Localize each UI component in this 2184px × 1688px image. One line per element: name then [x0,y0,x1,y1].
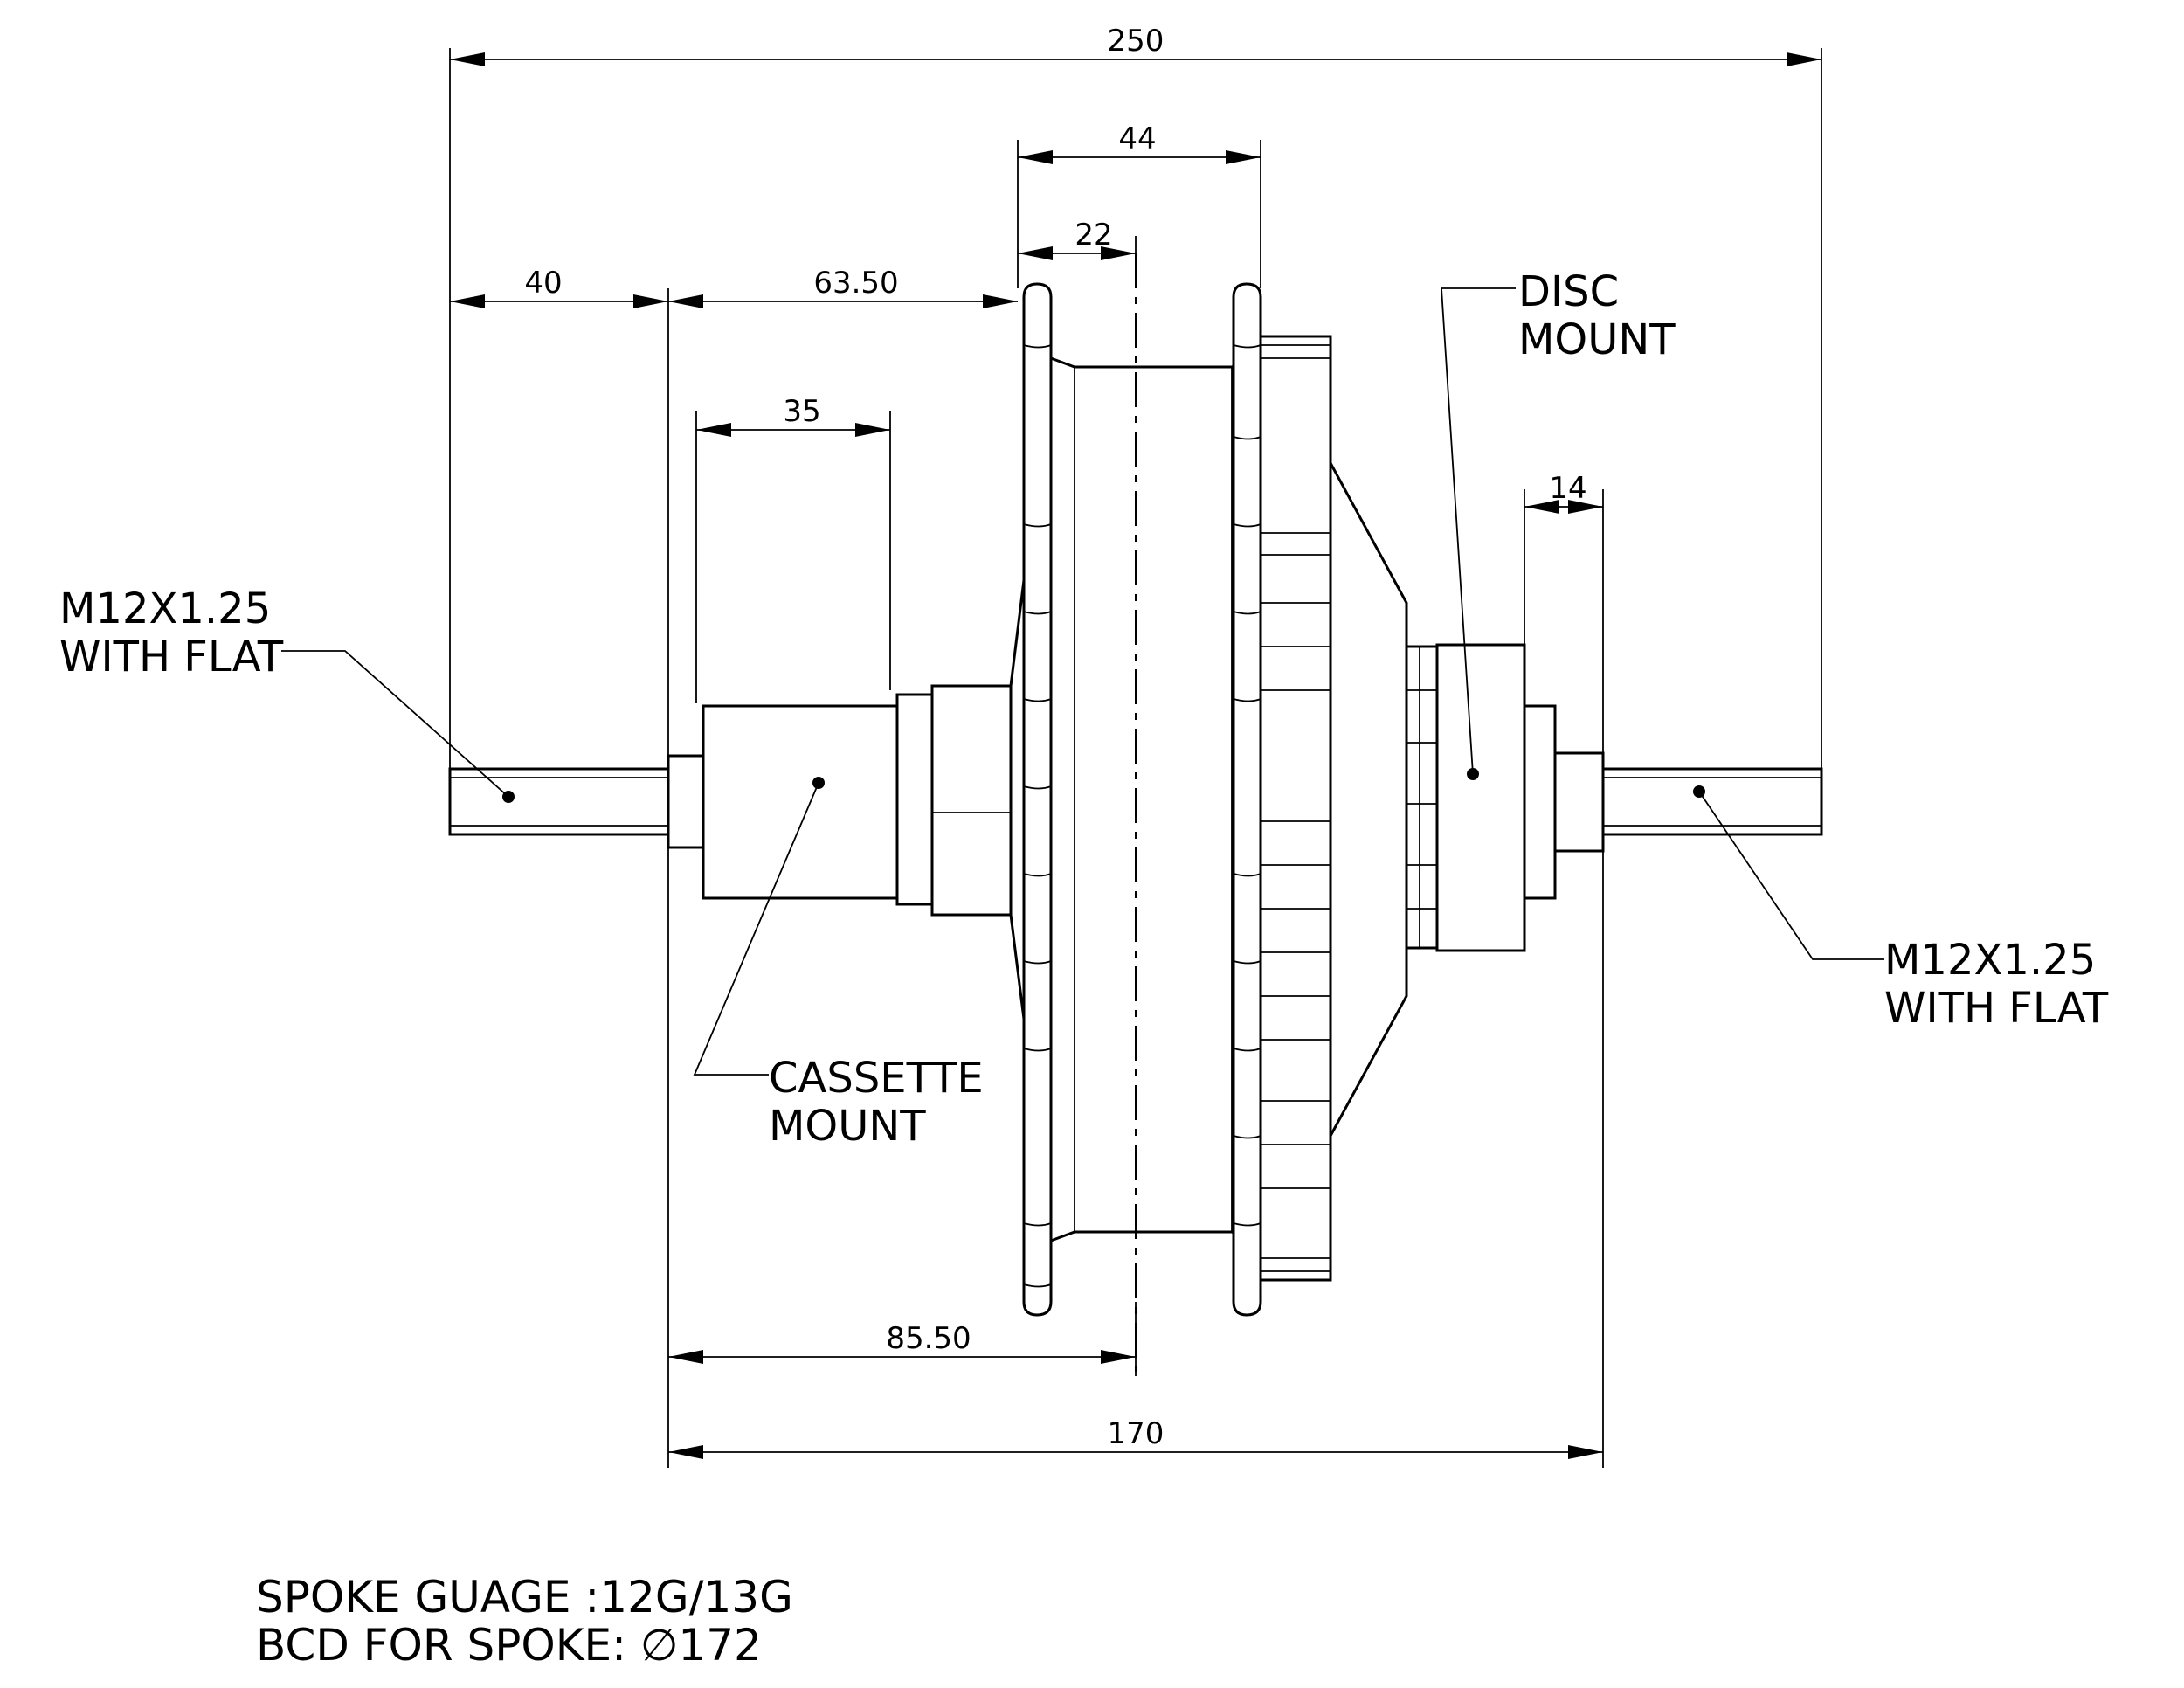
extension-lines [449,48,1822,1468]
dimension-locknut-width: 170 [668,1416,1603,1459]
side-cover-fins [1261,344,1330,1272]
dim-text-35: 35 [783,394,820,429]
cassette-hex [930,684,1013,917]
dim-text-22: 22 [1075,218,1112,253]
dimension-left-to-center: 85.50 [668,1321,1136,1364]
callout-disc: DISC MOUNT [1441,267,1676,780]
right-flange-spoke-holes [1233,344,1261,1227]
notes: SPOKE GUAGE :12G/13G BCD FOR SPOKE: ∅172 [256,1572,793,1671]
callout-left-axle: M12X1.25 WITH FLAT [59,585,515,803]
dimension-left-to-flange: 63.50 [668,266,1018,308]
dim-text-63-50: 63.50 [813,266,898,301]
dimension-overall-axle: 250 [450,24,1821,66]
dim-text-250: 250 [1108,24,1165,59]
bcd-note: BCD FOR SPOKE: ∅172 [256,1620,762,1671]
right-axle-label-line2: WITH FLAT [1884,984,2109,1033]
right-flange [1232,282,1262,1317]
dim-text-14: 14 [1549,471,1586,506]
dimension-cassette-width: 35 [696,394,890,437]
hub-assembly [448,253,1823,1372]
left-flange [1022,282,1053,1317]
left-axle-label-line1: M12X1.25 [59,585,271,633]
cassette-body [702,704,899,900]
left-locknut [667,754,705,849]
left-axle-label-line2: WITH FLAT [59,633,284,681]
callout-right-axle: M12X1.25 WITH FLAT [1693,785,2109,1033]
dimension-disc-offset: 14 [1524,471,1603,514]
right-cone [1329,462,1408,1137]
callout-cassette: CASSETTE MOUNT [693,777,984,1151]
cassette-shoulder [895,693,934,906]
dim-text-44: 44 [1118,121,1156,156]
left-flange-spoke-holes [1023,344,1052,1288]
spoke-gauge-note: SPOKE GUAGE :12G/13G [256,1572,793,1622]
right-bearing [1523,704,1557,900]
right-axle [1601,767,1823,836]
dim-text-85-50: 85.50 [886,1321,971,1356]
dim-text-40: 40 [524,266,562,301]
right-axle-label-line1: M12X1.25 [1884,936,2096,985]
cassette-label-line1: CASSETTE [769,1054,984,1103]
disc-mount [1435,643,1526,952]
disc-hub-ring [1405,645,1439,950]
dimension-shell-half: 22 [1018,218,1136,260]
disc-label-line2: MOUNT [1518,315,1676,364]
disc-label-line1: DISC [1518,267,1619,316]
dimension-shell-width: 44 [1018,121,1261,164]
right-locknut [1553,751,1605,853]
left-axle [448,767,670,836]
side-cover [1259,335,1332,1282]
dim-text-170: 170 [1108,1416,1165,1451]
cassette-label-line2: MOUNT [769,1102,926,1151]
dimension-axle-left: 40 [450,266,668,308]
motor-shell [1049,356,1253,1243]
